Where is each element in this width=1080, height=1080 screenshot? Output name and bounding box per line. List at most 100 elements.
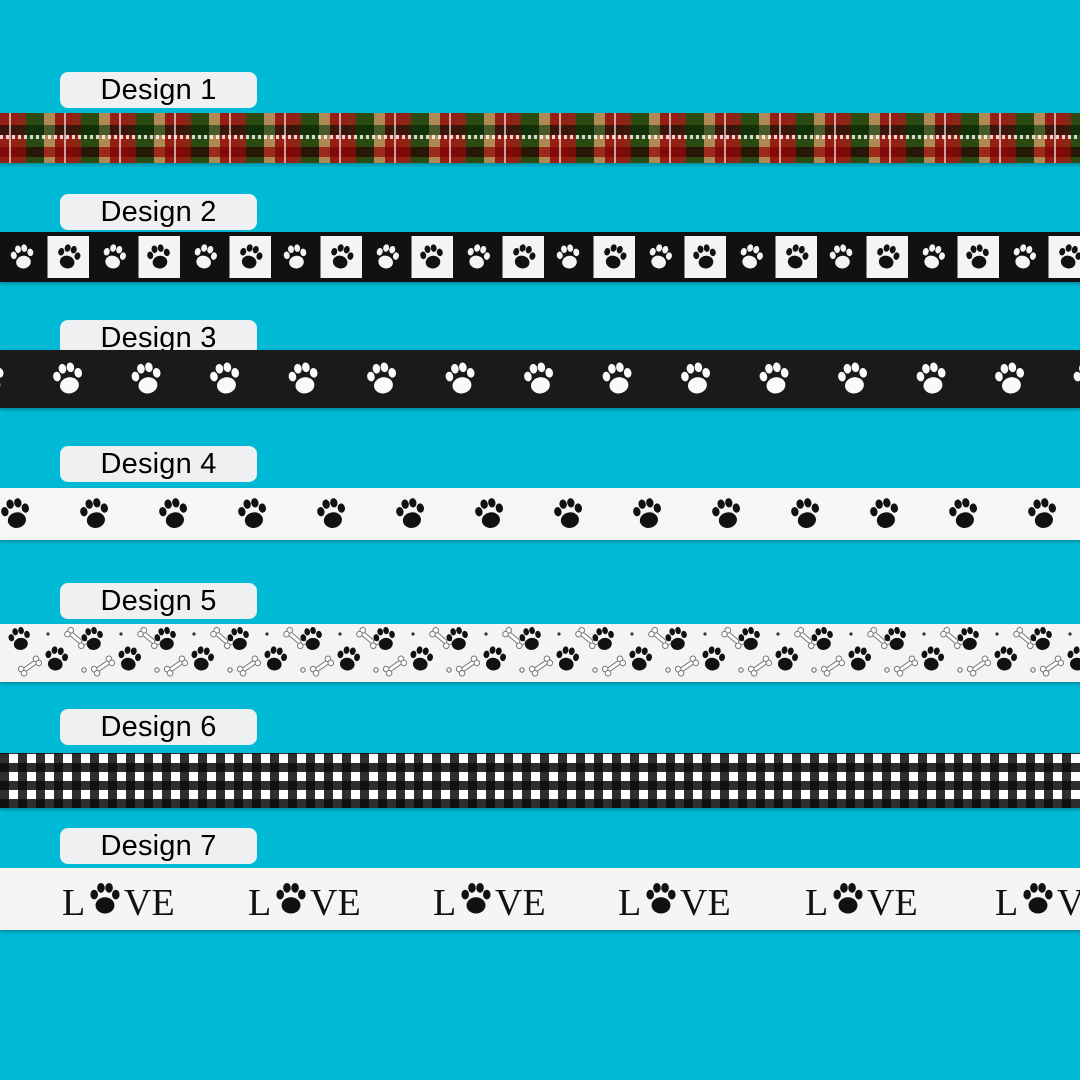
paw-icon [592, 627, 614, 650]
paw-icon [210, 362, 240, 394]
design-5-label: Design 5 [60, 583, 257, 619]
paw-icon [712, 498, 741, 528]
paw-icon [786, 244, 809, 269]
bone-icon [236, 655, 262, 677]
paw-icon [45, 646, 68, 671]
design-4-ribbon [0, 488, 1080, 540]
paw-icon [604, 244, 627, 269]
love-letters-ve: VE [680, 882, 731, 924]
love-letter-l: L [433, 882, 456, 924]
paw-icon [884, 627, 906, 650]
paw-icon [649, 244, 672, 269]
paw-icon [693, 244, 716, 269]
love-word: L VE [62, 882, 175, 924]
paw-icon [811, 627, 833, 650]
paw-icon [300, 627, 322, 650]
bone-icon [1013, 626, 1037, 650]
paw-icon [791, 498, 820, 528]
paw-icon [1059, 244, 1080, 269]
paw-icon [420, 244, 443, 269]
bone-icon [893, 655, 919, 677]
love-word: L VE [995, 882, 1080, 924]
love-letter-l: L [995, 882, 1018, 924]
paw-icon [80, 498, 109, 528]
bone-icon [721, 626, 745, 650]
paw-icon [238, 498, 267, 528]
paw-icon [467, 244, 490, 269]
paw-icon [1067, 646, 1080, 671]
design-5-ribbon [0, 624, 1080, 682]
bone-icon [163, 655, 189, 677]
paw-icon [337, 646, 360, 671]
design-6-label: Design 6 [60, 709, 257, 745]
love-paw-pattern: LVELVELVELVELVELVE [62, 882, 1080, 924]
paw-icon [131, 362, 161, 394]
paw-icon [240, 244, 263, 269]
paw-icon [957, 627, 979, 650]
bone-icon [17, 655, 43, 677]
paw-icon [759, 362, 789, 394]
paw-icon [191, 646, 214, 671]
paw-icon [58, 244, 81, 269]
design-2-label: Design 2 [60, 194, 257, 230]
paw-icon [870, 498, 899, 528]
paw-icon [317, 498, 346, 528]
paw-icon [10, 244, 34, 269]
love-letter-l: L [62, 882, 85, 924]
paw-icon [159, 498, 188, 528]
design-3-ribbon [0, 350, 1080, 408]
bone-icon [674, 655, 700, 677]
design-7-ribbon: LVELVELVELVELVELVE [0, 868, 1080, 930]
love-letter-l: L [805, 882, 828, 924]
paw-icon [829, 244, 853, 269]
paw-icon [740, 244, 763, 269]
paw-icon [483, 646, 506, 671]
paw-icon [554, 498, 583, 528]
bone-icon [601, 655, 627, 677]
black-paw-pattern [1, 498, 1057, 528]
paw-icon [410, 646, 433, 671]
paw-icon [475, 498, 504, 528]
paw-icon [118, 646, 141, 671]
paw-icon [8, 627, 30, 650]
paw-icon [848, 646, 871, 671]
paw-icon [90, 882, 120, 914]
paw-icon [461, 882, 491, 914]
paw-icon [949, 498, 978, 528]
paw-icon [0, 367, 4, 394]
love-word: L VE [433, 882, 546, 924]
paw-icon [877, 244, 900, 269]
paw-icon [995, 362, 1025, 394]
love-letter-l: L [618, 882, 641, 924]
love-letters-ve: VE [1057, 882, 1080, 924]
paw-icon [838, 362, 868, 394]
love-word: L VE [805, 882, 918, 924]
paw-bone-pattern [8, 626, 1080, 677]
design-7-label: Design 7 [60, 828, 257, 864]
paw-icon [276, 882, 306, 914]
paw-icon [396, 498, 425, 528]
bone-icon [309, 655, 335, 677]
paw-icon [556, 244, 580, 269]
love-letters-ve: VE [867, 882, 918, 924]
bone-icon [64, 626, 88, 650]
design-6-ribbon-gingham [0, 753, 1080, 808]
design-4-label: Design 4 [60, 446, 257, 482]
design-2-ribbon [0, 232, 1080, 282]
paw-icon [367, 362, 397, 394]
paw-icon [1030, 627, 1052, 650]
bone-icon [966, 655, 992, 677]
love-letters-ve: VE [310, 882, 361, 924]
paw-icon [1073, 363, 1080, 382]
paw-icon [922, 244, 945, 269]
love-letters-ve: VE [495, 882, 546, 924]
bone-icon [502, 626, 526, 650]
paw-icon [264, 646, 287, 671]
bone-icon [747, 655, 773, 677]
paw-icon [283, 244, 307, 269]
love-letters-ve: VE [124, 882, 175, 924]
paw-icon [227, 627, 249, 650]
paw-icon [1023, 882, 1053, 914]
paw-icon [833, 882, 863, 914]
